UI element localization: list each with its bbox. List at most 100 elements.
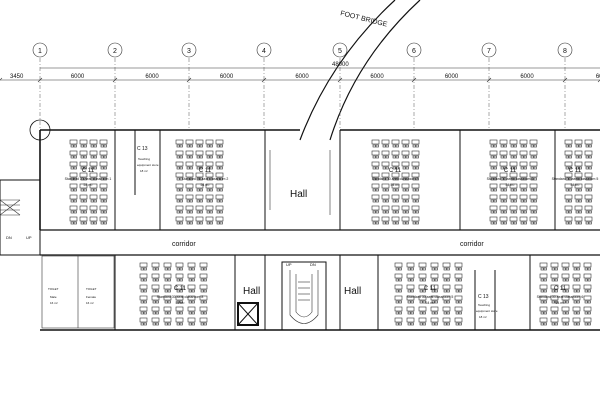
desk <box>442 317 451 323</box>
chair <box>578 188 582 192</box>
corridor-label: corridor <box>460 241 484 248</box>
desk <box>175 150 184 156</box>
chair <box>575 210 579 214</box>
desk <box>401 194 410 200</box>
axis-bubble <box>406 42 422 58</box>
desk <box>381 183 390 189</box>
chair <box>458 322 462 326</box>
chair <box>90 188 94 192</box>
chair <box>179 155 183 159</box>
chair <box>216 166 220 170</box>
chair <box>196 199 200 203</box>
chair <box>188 289 192 293</box>
chair <box>407 322 411 326</box>
desk <box>199 262 208 268</box>
chair <box>103 166 107 170</box>
desk <box>205 205 214 211</box>
chair <box>568 210 572 214</box>
desk <box>499 194 508 200</box>
chair <box>179 300 183 304</box>
chair <box>385 221 389 225</box>
desk <box>79 172 88 178</box>
chair <box>422 267 426 271</box>
teaching-area: 18 m² <box>140 169 148 173</box>
desk <box>151 273 160 279</box>
desk <box>499 150 508 156</box>
chair <box>513 199 517 203</box>
chair <box>513 210 517 214</box>
chair <box>520 144 524 148</box>
bay-dimension: 6000 <box>220 74 234 80</box>
desk <box>205 172 214 178</box>
chair <box>392 221 396 225</box>
chair <box>203 267 207 271</box>
chair <box>385 177 389 181</box>
chair <box>434 311 438 315</box>
desk <box>139 306 148 312</box>
desk <box>89 194 98 200</box>
desk <box>529 183 538 189</box>
chair <box>585 188 589 192</box>
desk <box>411 216 420 222</box>
desk <box>561 306 570 312</box>
desk <box>89 183 98 189</box>
desk <box>215 139 224 145</box>
desk <box>89 139 98 145</box>
chair <box>199 188 203 192</box>
chair <box>164 322 168 326</box>
chair <box>179 278 183 282</box>
chair <box>455 311 459 315</box>
chair <box>587 267 591 271</box>
chair <box>385 188 389 192</box>
chair <box>103 221 107 225</box>
chair <box>200 300 204 304</box>
desk <box>99 172 108 178</box>
axis-label: 2 <box>113 48 117 55</box>
chair <box>530 177 534 181</box>
chair <box>382 210 386 214</box>
chair <box>196 144 200 148</box>
chair <box>573 322 577 326</box>
main-stair-rail <box>289 270 319 324</box>
chair <box>543 322 547 326</box>
room-area: 54 m² <box>556 301 566 305</box>
desk <box>79 194 88 200</box>
chair <box>565 144 569 148</box>
desk <box>371 150 380 156</box>
chair <box>540 300 544 304</box>
desk <box>69 194 78 200</box>
chair <box>533 155 537 159</box>
desk <box>550 284 559 290</box>
chair <box>179 210 183 214</box>
chair <box>100 188 104 192</box>
desk <box>519 150 528 156</box>
desk <box>79 205 88 211</box>
desk <box>561 273 570 279</box>
desk <box>454 295 463 301</box>
desk <box>151 306 160 312</box>
desk <box>454 273 463 279</box>
chair <box>196 221 200 225</box>
desk <box>69 216 78 222</box>
chair <box>493 210 497 214</box>
room-area: 54 m² <box>391 183 401 187</box>
chair <box>530 199 534 203</box>
desk <box>564 205 573 211</box>
desk <box>411 194 420 200</box>
desk <box>381 150 390 156</box>
chair <box>73 188 77 192</box>
axis-label: 5 <box>338 48 342 55</box>
room-area: 54 m² <box>506 183 516 187</box>
chair <box>588 188 592 192</box>
chair <box>382 188 386 192</box>
chair <box>372 188 376 192</box>
chair <box>395 199 399 203</box>
chair <box>375 199 379 203</box>
desk <box>99 150 108 156</box>
chair <box>100 210 104 214</box>
chair <box>523 144 527 148</box>
chair <box>576 311 580 315</box>
chair <box>93 210 97 214</box>
desk <box>175 172 184 178</box>
